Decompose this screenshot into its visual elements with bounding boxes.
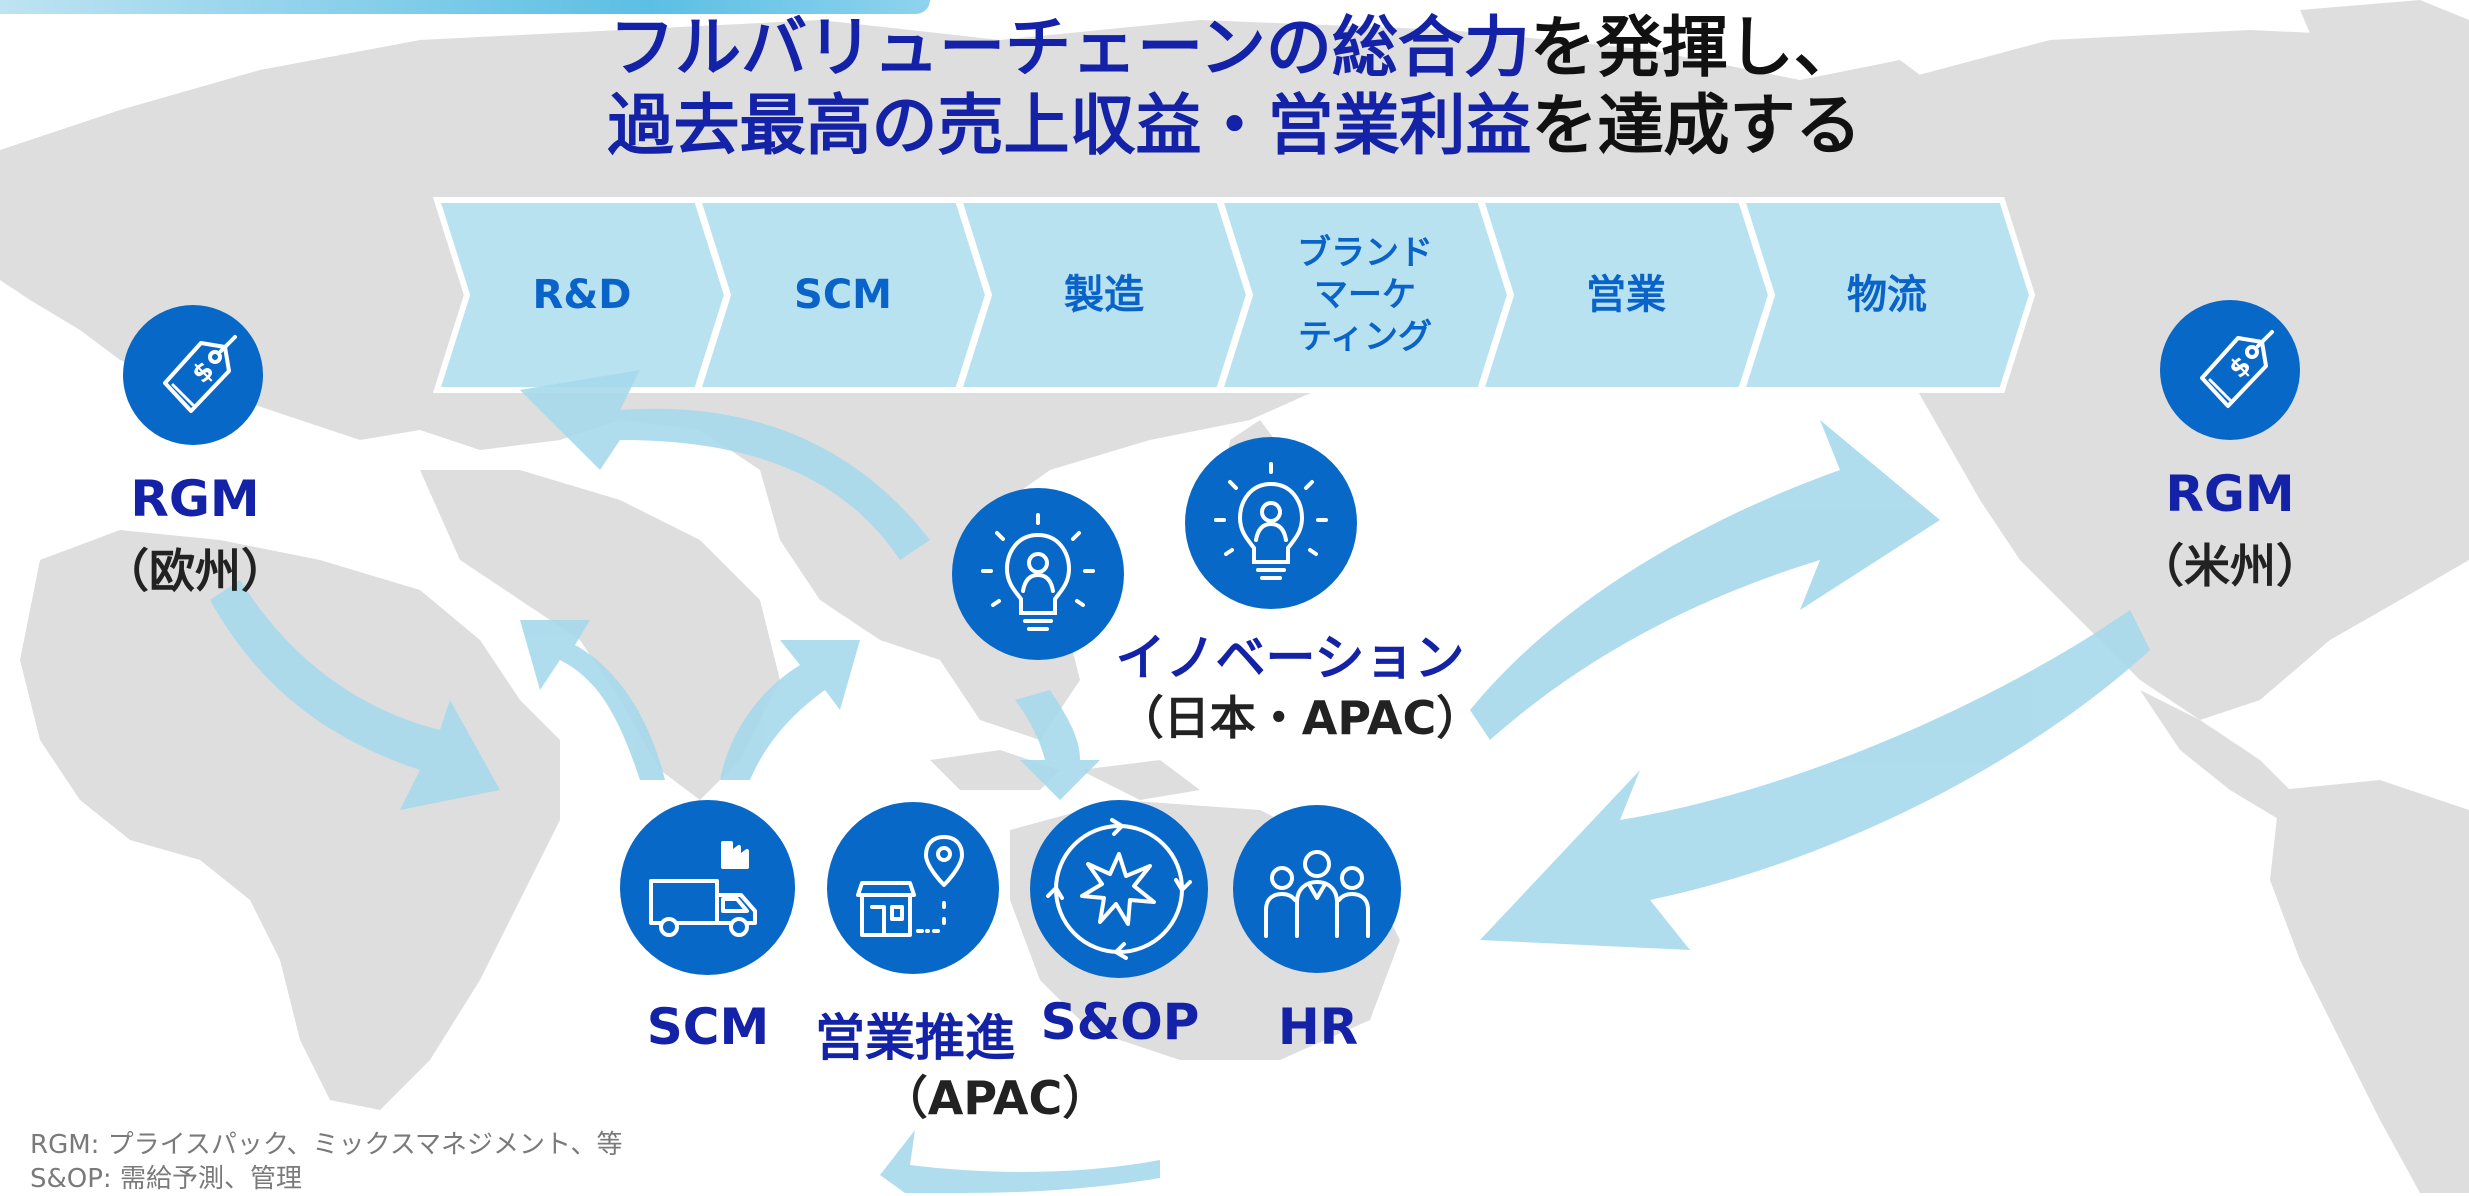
headline-line-1-emphasis: フルバリューチェーンの総合力 [609,9,1530,86]
store-location-icon [848,823,978,953]
header-accent-band [0,0,930,14]
innovation-circle-left [952,488,1124,660]
rgm-europe-circle: $ [123,305,263,445]
flow-arrow-rgm-europe [210,580,500,810]
value-chain-label-4: ブランドマーケティング [1297,233,1433,357]
headline-line-2-rest: を達成する [1531,87,1862,164]
innovation-name: イノベーション [1115,629,1465,687]
headline-line-1: フルバリューチェーンの総合力を発揮し、 [0,8,2469,88]
value-chain-label-5: 営業 [1586,272,1666,318]
value-chain-label-1: R&D [532,272,632,318]
price-tag-dollar-icon: $ [2180,320,2280,420]
apac-hr-circle [1233,805,1401,973]
apac-sales-promotion-label: 営業推進 [815,1009,1015,1067]
apac-sop-circle [1030,800,1208,978]
innovation-circle-right [1185,437,1357,609]
headline-line-2-emphasis: 過去最高の売上収益・営業利益 [607,87,1532,164]
value-chain-step-6 [1737,197,2036,393]
people-group-icon [1252,824,1382,954]
cycle-burst-icon [1044,814,1194,964]
flow-arrow-from-americas [1480,610,2150,950]
flow-arrow-bottom [880,1130,1160,1193]
rgm-americas-circle: $ [2160,300,2300,440]
apac-hr-label: HR [1277,998,1359,1056]
flow-arrow-to-americas [1470,420,1940,740]
rgm-europe-region: （欧州） [103,544,287,598]
footnote-rgm: RGM: プライスパック、ミックスマネジメント、等 [30,1130,623,1160]
apac-scm-circle [620,800,795,975]
rgm-americas-region: （米州） [2138,539,2322,593]
rgm-europe-name: RGM [130,470,260,528]
innovation-region: （日本・APAC） [1117,691,1483,745]
value-chain-label-6: 物流 [1847,272,1927,318]
price-tag-dollar-icon: $ [143,325,243,425]
factory-truck-icon [643,823,773,953]
flow-arrow-innovation-down [1015,690,1100,800]
apac-region-label: （APAC） [881,1071,1109,1125]
value-chain-label-2: SCM [794,272,892,318]
footnote-sop: S&OP: 需給予測、管理 [30,1164,302,1194]
headline-line-1-rest: を発揮し、 [1529,9,1860,86]
flow-arrow-scm-right [720,640,860,780]
apac-sop-label: S&OP [1040,993,1200,1051]
flow-arrow-to-europe [520,370,930,560]
lightbulb-person-icon [1206,458,1336,588]
flow-arrow-scm-left [520,620,665,780]
apac-scm-label: SCM [646,998,770,1056]
headline-line-2: 過去最高の売上収益・営業利益を達成する [0,86,2469,166]
lightbulb-person-icon [973,509,1103,639]
apac-sales-promotion-circle [827,802,999,974]
value-chain-label-3: 製造 [1064,272,1144,318]
rgm-americas-name: RGM [2165,465,2295,523]
